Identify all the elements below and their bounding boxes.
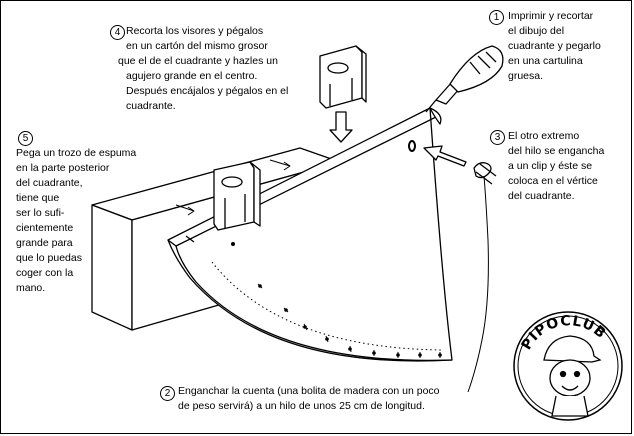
logo-text: PIPOCLUB [519,313,609,353]
step-4-line: que el de el cuadrante y hazles un [118,55,278,67]
step-2-line: de peso servirá) a un hilo de unos 25 cm… [178,400,425,412]
arrow-icon [423,145,467,167]
step-3-line: a un clip y éste se [508,160,593,172]
step-5-line: cientemente [16,222,74,234]
step-2-number: 2 [160,386,175,401]
step-5-line: Pega un trozo de espuma [16,147,137,159]
step-4-line: Recorta los visores y pégalos [126,25,264,37]
step-5-line: grande para [16,237,73,249]
step-3-line: del hilo se engancha [508,145,605,157]
step-3-line: coloca en el vértice [508,175,598,187]
step-1-text: Imprimir y recortar el dibujo del cuadra… [508,9,601,84]
thread [467,175,489,393]
step-2-line: Enganchar la cuenta (una bolita de mader… [178,385,440,397]
step-5-line: que lo puedas [16,252,82,264]
paper-curl [429,107,442,125]
step-5-line: ser lo sufi- [16,207,65,219]
scale-dots [231,242,442,357]
svg-text:PIPOCLUB: PIPOCLUB [519,313,610,353]
step-4-line: Después encájalos y pégalos en el [126,85,289,97]
rear-sight [319,45,367,109]
quadrant-plate [167,107,453,362]
step-4-line: en un cartón del mismo grosor [126,40,268,52]
step-1-line: el dibujo del [508,25,565,37]
step-4-number: 4 [110,25,125,40]
step-4-line: cuadrante. [126,100,176,112]
step-5-line: coger con la [16,267,74,279]
step-5-line: mano. [16,282,46,294]
step-3-text: El otro extremo del hilo se engancha a u… [508,129,604,204]
down-arrow-icon [329,111,353,143]
mascot-face-icon [543,335,602,417]
step-5-text: Pega un trozo de espuma en la parte post… [16,146,136,296]
step-1-line: Imprimir y recortar [508,10,594,22]
step-5-number: 5 [18,131,33,146]
step-5-line: tiene que [16,192,60,204]
step-4-line: agujero grande en el centro. [126,70,258,82]
step-3-number: 3 [490,130,505,145]
vertex-hole [408,140,416,152]
pipoclub-logo [513,311,623,421]
glue-bottle-icon [425,45,504,113]
front-sight [213,161,261,231]
step-2-text: Enganchar la cuenta (una bolita de mader… [178,384,440,414]
step-5-line: en la parte posterior [16,162,110,174]
step-1-number: 1 [489,10,504,25]
step-4-text: Recorta los visores y pégalos en un cart… [118,24,289,114]
step-1-line: gruesa. [508,70,544,82]
step-3-line: del cuadrante. [508,190,575,202]
step-3-line: El otro extremo [508,130,580,142]
step-1-line: en una cartulina [508,55,583,67]
step-1-line: cuadrante y pegarlo [508,40,601,52]
step-5-line: del cuadrante, [16,177,83,189]
